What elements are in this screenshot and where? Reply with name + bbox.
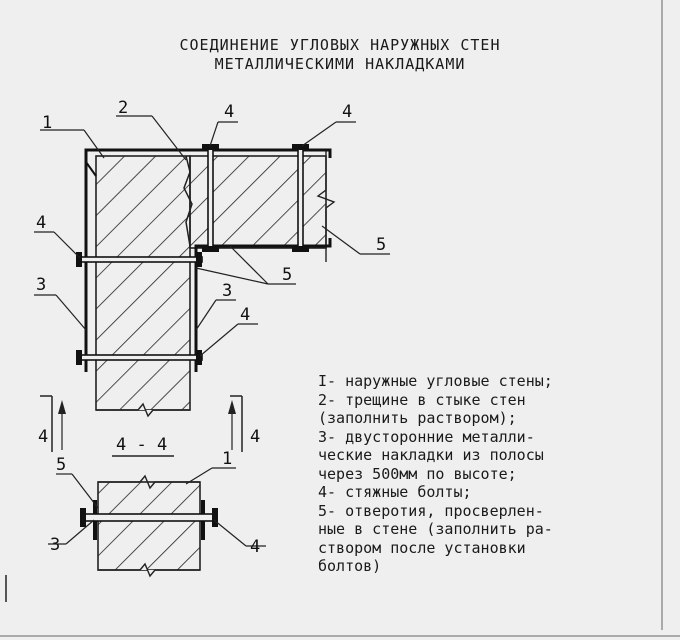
section-wall — [97, 481, 201, 571]
legend: I- наружные угловые стены; 2- трещине в … — [318, 372, 658, 576]
section-marker-left: 4 — [38, 427, 48, 447]
callout-5-mid: 5 — [282, 265, 292, 285]
inner-metal-plate — [194, 238, 332, 372]
section-label: 4 - 4 — [116, 435, 167, 455]
section-marker-right: 4 — [250, 427, 260, 447]
callout-3-mid: 3 — [222, 281, 232, 301]
legend-line: 2- трещине в стыке стен — [318, 390, 526, 409]
legend-line: ные в стене (заполнить ра- — [318, 520, 553, 538]
legend-line: 3- двусторонние металли- — [318, 427, 535, 446]
legend-line: через 500мм по высоте; — [318, 464, 517, 483]
section-callout-4: 4 — [250, 537, 260, 557]
bolt-vertical-a — [202, 144, 219, 252]
plate-corner-weld — [85, 161, 97, 177]
legend-line: 5- отверотия, просверлен- — [318, 501, 544, 520]
callout-2-top: 2 — [118, 98, 128, 118]
legend-line: ческие накладки из полосы — [318, 446, 544, 464]
legend-line: I- наружные угловые стены; — [318, 372, 553, 390]
legend-line: створом после установки — [318, 538, 526, 557]
legend-line: (заполнить раствором); — [318, 409, 517, 427]
callout-4-mid: 4 — [240, 305, 250, 325]
section-callout-1: 1 — [222, 449, 232, 469]
section-bolt — [83, 513, 215, 522]
drawing-title-line2: МЕТАЛЛИЧЕСКИМИ НАКЛАДКАМИ — [214, 55, 466, 73]
callout-4-left: 4 — [36, 213, 46, 233]
callout-5-right: 5 — [376, 235, 386, 255]
bolt-horizontal-a — [76, 252, 203, 267]
callout-4-top-a: 4 — [224, 102, 234, 122]
plan-leader-lines — [34, 115, 390, 357]
drawing-title-line1: СОЕДИНЕНИЕ УГЛОВЫХ НАРУЖНЫХ СТЕН — [179, 36, 501, 54]
callout-3-left: 3 — [36, 275, 46, 295]
section-markers — [40, 395, 243, 457]
section-callout-3: 3 — [50, 535, 60, 555]
vertical-wall — [95, 155, 191, 411]
bolt-horizontal-b — [76, 350, 203, 365]
legend-line: болтов) — [318, 557, 382, 575]
bolt-vertical-b — [292, 144, 309, 252]
plan-view — [76, 144, 336, 418]
callout-4-top-b: 4 — [342, 102, 352, 122]
section-view — [80, 474, 218, 578]
wall-break-line — [316, 150, 336, 262]
callout-1-top: 1 — [42, 113, 52, 133]
section-callout-5: 5 — [56, 455, 66, 475]
legend-line: 4- стяжные болты; — [318, 483, 472, 501]
vertical-wall-break — [96, 402, 190, 418]
section-leader-lines — [48, 467, 266, 547]
joint-crack — [183, 155, 193, 247]
